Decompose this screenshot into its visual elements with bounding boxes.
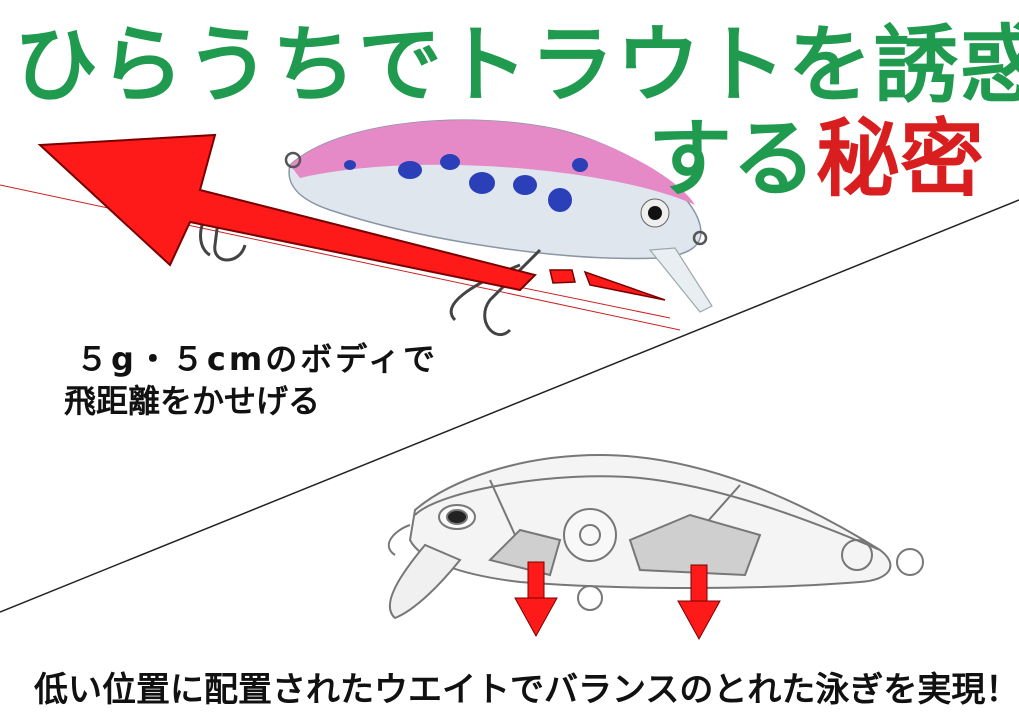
weight-arrow bbox=[514, 561, 558, 638]
feature-bottom-caption: 低い位置に配置されたウエイトでバランスのとれた泳ぎを実現！ bbox=[34, 670, 1019, 710]
feature-top-line2: 飛距離をかせげる bbox=[64, 382, 321, 420]
cast-arrow-tail bbox=[583, 270, 666, 301]
headline-red-part: 秘密 bbox=[816, 110, 985, 208]
diagonal-divider bbox=[0, 199, 1019, 613]
bottom-lure-diagram bbox=[387, 453, 924, 620]
headline: ひらうちでトラウトを誘惑 bbox=[14, 16, 1019, 114]
headline-second-line: する秘密 bbox=[648, 92, 984, 213]
cast-arrow bbox=[37, 133, 537, 292]
cast-arrow-tail bbox=[549, 269, 576, 284]
weight-arrow bbox=[677, 564, 721, 641]
feature-top-line1: ５g・５cmのボディで bbox=[76, 340, 438, 378]
top-lure bbox=[284, 119, 713, 313]
headline-green-part: する bbox=[648, 110, 817, 208]
